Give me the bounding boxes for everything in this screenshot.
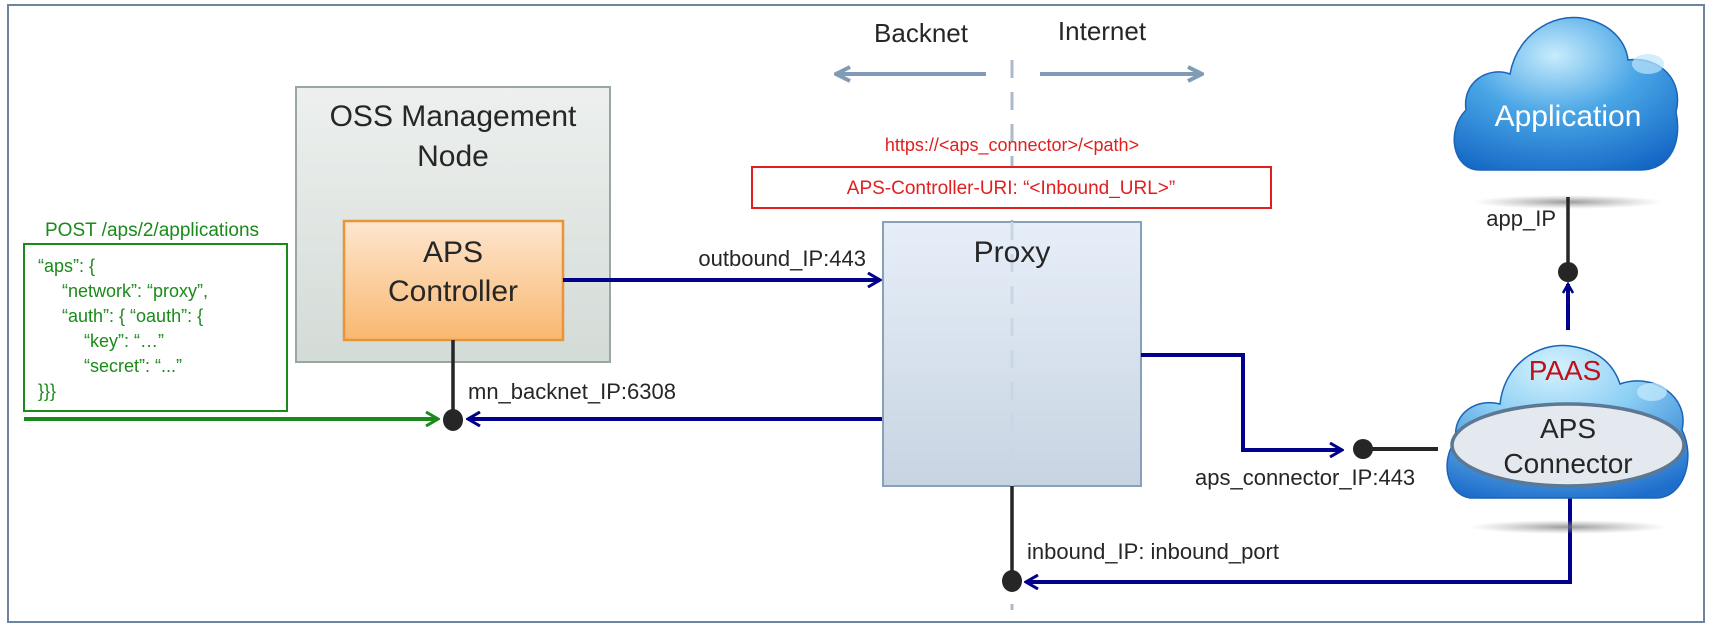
inbound-endpoint (1002, 570, 1022, 592)
request-body-line: “aps”: { (38, 256, 95, 276)
aps-controller[interactable]: APS Controller (342, 219, 565, 342)
application-cloud[interactable]: Application (1453, 16, 1679, 171)
paas-label: PAAS (1529, 355, 1602, 386)
paas-cloud[interactable]: PAAS APS Connector (1446, 344, 1689, 499)
aps-connector-line1: APS (1540, 413, 1596, 444)
internet-label: Internet (1058, 16, 1147, 46)
proxy-to-connector-link (1141, 353, 1342, 450)
request-body-line: “secret”: “...” (84, 356, 182, 376)
aps-connector-endpoint (1353, 439, 1373, 459)
backnet-label: Backnet (874, 18, 969, 48)
proxy-label: Proxy (974, 236, 1051, 269)
request-body-line: }}} (38, 381, 56, 401)
aps-controller-line2: Controller (388, 275, 518, 308)
connector-url: https://<aps_connector>/<path> (885, 135, 1139, 156)
paas-cloud-highlight (1637, 383, 1667, 401)
aps-connector-ip-label: aps_connector_IP:443 (1195, 465, 1415, 490)
request-body-box (23, 243, 288, 412)
controller-uri-header: APS-Controller-URI: “<Inbound_URL>” (847, 178, 1175, 199)
request-body-line: “auth”: { “oauth”: { (62, 306, 203, 326)
diagram-frame (7, 4, 1705, 623)
aps-connector-ellipse[interactable] (1450, 402, 1686, 488)
cloud-icon[interactable] (1453, 16, 1679, 171)
request-body-line: “key”: “…” (84, 331, 164, 351)
app-ip-label: app_IP (1486, 206, 1556, 231)
mn-backnet-label: mn_backnet_IP:6308 (468, 379, 676, 404)
mn-backnet-endpoint (443, 409, 463, 431)
oss-node-title-line2: Node (417, 140, 489, 173)
aps-controller-line1: APS (423, 236, 483, 269)
request-method-path: POST /aps/2/applications (45, 220, 259, 241)
aps-connector-line2: Connector (1503, 448, 1632, 479)
request-body: “aps”: { “network”: “proxy”, “auth”: { “… (38, 256, 213, 401)
request-body-line: “network”: “proxy”, (62, 281, 208, 301)
app-ip-endpoint (1558, 262, 1578, 282)
oss-node-title-line1: OSS Management (330, 100, 577, 133)
aps-controller-box[interactable] (342, 219, 565, 342)
inbound-label: inbound_IP: inbound_port (1027, 539, 1279, 564)
cloud-highlight (1632, 54, 1664, 74)
header-box (751, 166, 1272, 209)
paas-cloud-shadow (1468, 520, 1668, 534)
application-label: Application (1495, 100, 1642, 133)
proxy[interactable]: Proxy (882, 221, 1142, 487)
outbound-label: outbound_IP:443 (698, 246, 866, 271)
